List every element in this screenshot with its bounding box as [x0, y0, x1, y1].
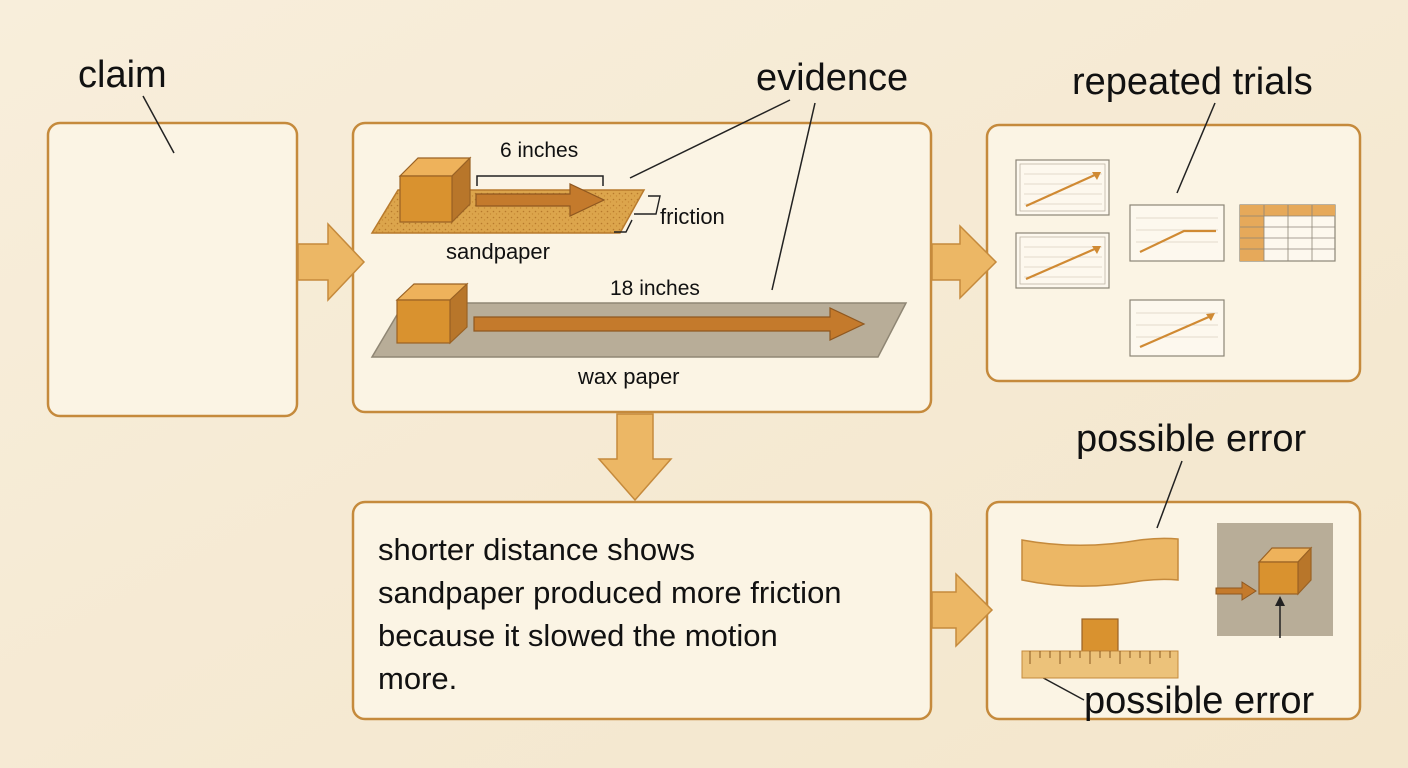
evidence-callout-line-2	[771, 102, 816, 291]
wax-paper-block	[395, 282, 469, 345]
push-force-block	[1257, 546, 1313, 596]
claim-callout-line	[142, 95, 175, 154]
push-force-arrow	[1215, 581, 1257, 601]
measuring-ruler	[1021, 618, 1179, 679]
evidence-callout-line-1	[629, 99, 791, 179]
claim-label: claim	[78, 54, 167, 96]
arrow-claim-to-evidence	[297, 222, 366, 302]
warped-surface	[1021, 537, 1179, 587]
claim-panel	[46, 121, 299, 418]
eighteen-inches-label: 18 inches	[610, 277, 700, 300]
conclusion-text: shorter distance shows sandpaper produce…	[378, 532, 842, 696]
evidence-label: evidence	[756, 57, 909, 99]
trial-graph-2	[1015, 232, 1110, 289]
arrow-evidence-to-trials	[931, 224, 998, 300]
repeated-trials-label: repeated trials	[1072, 61, 1313, 103]
six-inches-label: 6 inches	[500, 139, 579, 162]
arrow-conclusion-to-error	[931, 572, 994, 648]
conclusion-panel	[351, 500, 933, 721]
possible-error-label-bottom: possible error	[1084, 680, 1315, 722]
friction-bracket	[614, 195, 661, 233]
trial-graph-4	[1129, 299, 1225, 357]
wax-paper-label: wax paper	[578, 364, 680, 389]
trials-callout-line	[1176, 102, 1216, 194]
wax-paper-motion-arrow	[473, 307, 866, 341]
six-inch-bracket	[476, 175, 604, 186]
trial-graph-1	[1015, 159, 1110, 216]
trial-graph-3	[1129, 204, 1225, 262]
arrow-evidence-to-conclusion	[597, 413, 673, 502]
sandpaper-label: sandpaper	[446, 239, 550, 264]
error-top-callout-line	[1156, 460, 1183, 529]
push-force-up-arrowhead	[1275, 596, 1285, 606]
possible-error-label-top: possible error	[1076, 418, 1307, 460]
trial-data-table	[1239, 204, 1336, 262]
sandpaper-motion-arrow	[475, 183, 606, 217]
friction-label: friction	[660, 204, 725, 229]
sandpaper-block	[398, 156, 472, 224]
